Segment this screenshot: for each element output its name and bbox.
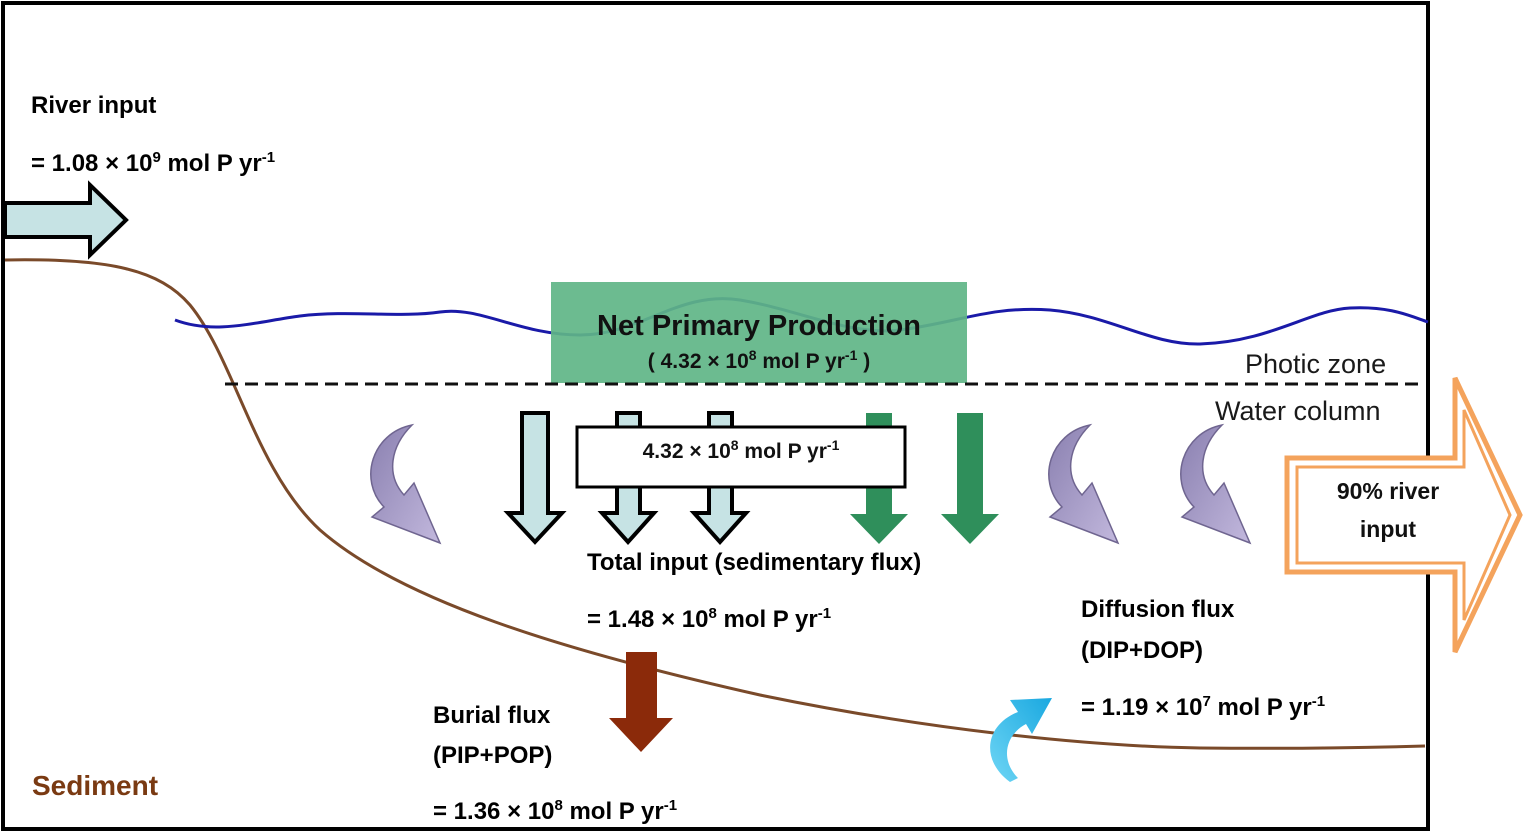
total-input-title: Total input (sedimentary flux) — [587, 549, 922, 576]
river-input-arrow — [3, 180, 129, 260]
npp-value: ( 4.32 × 108 mol P yr-1 ) — [647, 347, 871, 373]
river-output-line1: 90% river — [1336, 478, 1440, 504]
recycling-arrow-3 — [1180, 423, 1252, 545]
diffusion-flux-subtitle: (DIP+DOP) — [1081, 637, 1204, 664]
particulate-flux-box — [575, 425, 907, 489]
sediment-boundary-line — [4, 258, 1426, 750]
settling-arrow-1 — [503, 411, 567, 545]
burial-flux-subtitle: (PIP+POP) — [433, 742, 553, 769]
river-output-arrow — [1284, 376, 1523, 654]
water-column-label: Water column — [1215, 396, 1381, 426]
photic-zone-label: Photic zone — [1245, 349, 1387, 379]
recycling-arrow-2 — [1048, 423, 1120, 545]
sediment-label: Sediment — [32, 770, 159, 801]
river-input-title: River input — [31, 92, 157, 119]
total-input-value: = 1.48 × 108 mol P yr-1 — [587, 605, 832, 633]
net-primary-production-box — [551, 282, 967, 383]
diffusion-flux-arrow — [990, 698, 1052, 782]
burial-flux-value: = 1.36 × 108 mol P yr-1 — [433, 797, 678, 825]
river-input-value: = 1.08 × 109 mol P yr-1 — [31, 149, 276, 177]
diffusion-flux-value: = 1.19 × 107 mol P yr-1 — [1081, 693, 1326, 721]
particulate-flux-value: 4.32 × 108 mol P yr-1 — [642, 437, 840, 463]
recycling-arrow-1 — [370, 423, 442, 545]
npp-title: Net Primary Production — [597, 310, 921, 342]
npp-export-arrow-2 — [941, 413, 999, 544]
burial-flux-title: Burial flux — [433, 702, 551, 729]
diffusion-flux-title: Diffusion flux — [1081, 596, 1235, 623]
river-output-label: 90% river input — [1300, 472, 1476, 548]
river-output-line2: input — [1359, 516, 1417, 542]
burial-flux-arrow — [609, 652, 673, 752]
river-output-arrow-inner — [1295, 409, 1512, 621]
